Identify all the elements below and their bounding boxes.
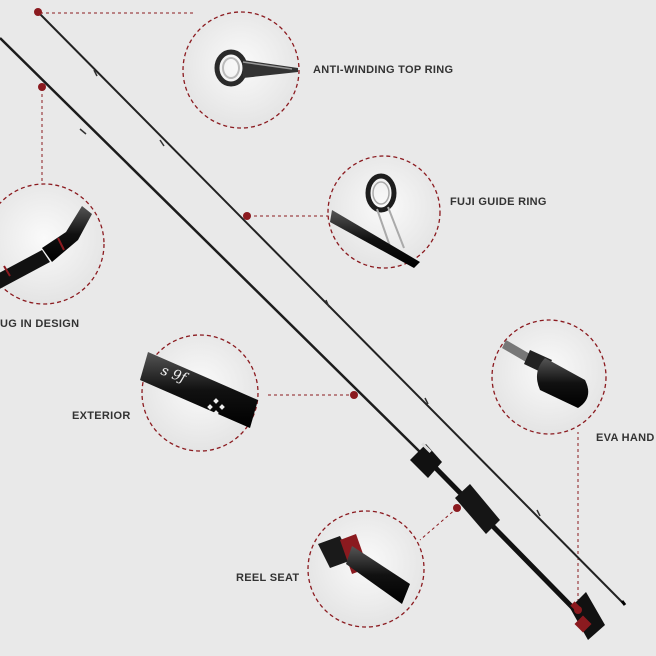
guide-ring-bubble [327, 155, 441, 269]
leader-lines [40, 12, 579, 608]
plug-in-marker [38, 83, 46, 91]
top-ring-marker [34, 8, 42, 16]
eva-handle-bubble [491, 319, 607, 435]
rod-butt-section [0, 37, 605, 640]
reel-seat-label: REEL SEAT [236, 572, 300, 584]
guide-ring-marker [243, 212, 251, 220]
reel-seat-marker [453, 504, 461, 512]
reel-seat-bubble [307, 510, 425, 628]
plug-in-label: UG IN DESIGN [0, 318, 80, 330]
exterior-bubble: s 9ƒ [140, 334, 259, 452]
rod-tip-section [35, 9, 627, 606]
eva-handle-marker [574, 606, 582, 614]
exterior-marker [350, 391, 358, 399]
eva-handle-label: EVA HAND [596, 432, 655, 444]
callout-markers [34, 8, 582, 614]
top-ring-bubble [182, 11, 300, 129]
top-ring-label: ANTI-WINDING TOP RING [313, 64, 454, 76]
exterior-label: EXTERIOR [72, 410, 131, 422]
guide-ring-label: FUJI GUIDE RING [450, 196, 547, 208]
plug-in-bubble [0, 183, 105, 305]
